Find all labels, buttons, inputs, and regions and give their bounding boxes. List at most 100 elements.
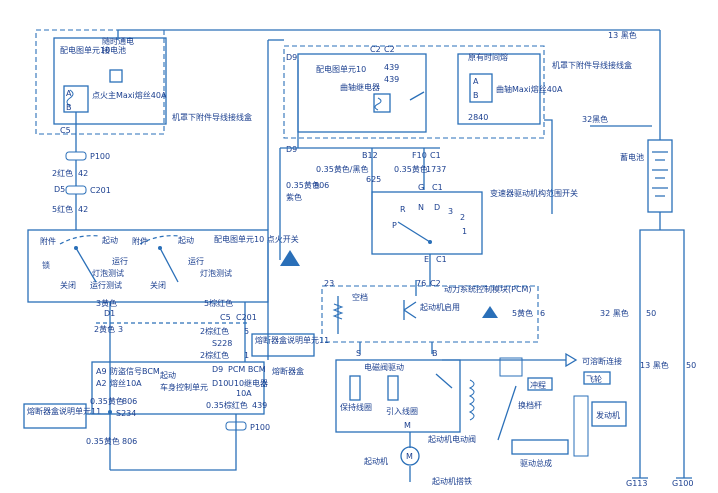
relay-power-dist: 配电图单元10 — [316, 64, 366, 74]
flywheel-label: 飞轮 — [586, 374, 602, 384]
starter-motor-icon — [400, 446, 420, 466]
relay-conn-c2: C2 — [370, 45, 381, 54]
solenoid-contact-icon — [435, 373, 453, 389]
transaxle-range-switch: 变速器驱动机构范围开关 R N D 3 2 1 P E C1 — [371, 188, 578, 286]
run-test-label: 运行测试 — [90, 280, 122, 290]
bcm-amp-label: 10A — [236, 389, 252, 398]
label-d1: D1 — [104, 309, 115, 318]
center-left-wires: 3黄色 D1 2黄色 3 5棕红色 C5 C201 2棕红色 5 S228 2棕… — [94, 298, 329, 470]
fusible-link-label: 可溶断连接 — [582, 356, 622, 366]
wire-brown-035: 0.35棕红色 — [206, 400, 248, 410]
label-s234: S234 — [116, 409, 136, 418]
wire-625: 625 — [366, 175, 381, 184]
underhood-fuse-box-left: 配电图单元10 随时通电 接电池 A B 点火主Maxi熔丝40A 机罩下附件导… — [35, 29, 660, 152]
connector-c5: C5 — [60, 126, 71, 135]
bottom-return-wire — [110, 414, 237, 471]
left-bottom-wires: 熔断器盒说明单元11 0.35黄色 806 S234 0.35黄色 806 P1… — [23, 396, 270, 471]
bcm-fuse-label: 熔丝10A — [110, 378, 142, 388]
relay-439b: 439 — [384, 75, 399, 84]
wire-32-black-bottom: 32 黑色 — [600, 308, 629, 318]
bulb-test-b-label: 灯泡测试 — [200, 268, 232, 278]
label-d5: D5 — [54, 185, 65, 194]
mid-wires: 0.35黄色 806 紫色 0.35黄色/黑色 625 0.35黄色 1737 … — [279, 148, 446, 260]
wire-red-2: 2红色 — [52, 168, 73, 178]
wire-806-mid: 806 — [314, 181, 329, 190]
gear-p: P — [392, 221, 397, 230]
bcm-pcm-label: PCM BCM — [228, 365, 266, 374]
right-fuse-title: 原有时间熔 — [468, 52, 508, 62]
shift-lever-label: 换档杆 — [518, 400, 542, 410]
wire-yellow-purple: 0.35黄色 — [394, 164, 428, 174]
ignition-switch: 配电图单元10 点火开关 附件 附件 起动 起动 锁 运行 运行 灯泡测试 灯泡… — [27, 229, 300, 303]
crank-maxi-fuse-icon — [469, 73, 493, 103]
engine-icon — [591, 401, 627, 427]
wire-yellow-5: 5黄色 — [512, 308, 533, 318]
right-fuse-b: B — [473, 91, 479, 100]
bcm-pin-a2: A2 — [96, 379, 107, 388]
run-b-label: 运行 — [188, 256, 204, 266]
right-fuse-caption: 机罩下附件导线接线盒 — [552, 60, 632, 70]
wire-2840: 2840 — [468, 113, 488, 122]
fusible-link-icon — [565, 352, 578, 368]
pcm-warning-icon — [482, 306, 498, 318]
wire-num-3: 3 — [118, 325, 123, 334]
wire-13-black-bottom: 13 黑色 — [640, 360, 669, 370]
wire-1737: 1737 — [426, 165, 446, 174]
wire-num-5: 5 — [244, 327, 249, 336]
battery-feed-wire — [117, 29, 660, 40]
plunger-label: 冲程 — [530, 380, 546, 390]
ignition-fuse-label: 点火主Maxi熔丝40A — [92, 90, 167, 100]
battery-circuit: 13 黑色 32黑色 蓄电池 32 黑色 50 13 黑色 50 G113 G1… — [582, 30, 696, 488]
starter-pin-b: B — [432, 349, 438, 358]
pin-e: E — [424, 255, 429, 264]
resistor-icon — [332, 303, 344, 320]
fuse-terminal-b: B — [66, 103, 72, 112]
label-c5-center: C5 — [220, 313, 231, 322]
underhood-fuse-box-right: 原有时间熔 A B 曲轴Maxi熔丝40A 2840 机罩下附件导线接线盒 — [457, 52, 632, 125]
bcm-crank-label: 起动 — [160, 370, 176, 380]
battery-icon — [647, 139, 673, 213]
fuse-box-ref-center-text: 熔断器盒说明单元11 — [255, 335, 329, 345]
gear-3: 3 — [448, 207, 453, 216]
relay-pin-d9b: D9 — [286, 145, 297, 154]
transaxle-caption: 变速器驱动机构范围开关 — [490, 188, 578, 198]
wire-806b: 806 — [122, 437, 137, 446]
relay-contact-icon — [409, 91, 425, 101]
right-fuse-output — [544, 119, 553, 214]
wire-yellow-2: 2黄色 — [94, 324, 115, 334]
relay-coil-icon — [373, 93, 391, 113]
relay-output-wires — [371, 148, 425, 230]
gear-n: N — [418, 203, 424, 212]
range-switch-pivot-icon — [428, 240, 432, 244]
label-s228: S228 — [212, 339, 232, 348]
gear-r: R — [400, 205, 406, 214]
start-a-label: 起动 — [102, 235, 118, 245]
hot-indicator-icon — [109, 69, 123, 83]
wire-806a: 806 — [122, 397, 137, 406]
switch-arm-b — [159, 247, 179, 283]
fuse-box-ref-left-text: 熔断器盒说明单元11 — [27, 406, 101, 416]
gear-d: D — [434, 203, 440, 212]
wire-42a: 42 — [78, 169, 88, 178]
relay-pin-b12: B12 — [362, 151, 378, 160]
wire-439: 439 — [252, 401, 267, 410]
hot-at-all-times-label: 随时通电 — [102, 36, 134, 46]
gear-2: 2 — [460, 213, 465, 222]
switch-pivot-b-icon — [158, 246, 162, 250]
pin-g: G — [418, 183, 424, 192]
relay-coil-winding-icon — [374, 97, 382, 111]
wire-yellow-035-mid: 0.35黄色 — [286, 180, 320, 190]
starter-assembly: S B 电磁阀驱动 保持线圈 引入线圈 M M 起动机 起动机电动阀 冲程 换档… — [335, 342, 627, 486]
off-a-label: 关闭 — [60, 280, 76, 290]
solenoid-spring-icon — [468, 379, 475, 421]
fuse-box-ref-left — [23, 403, 87, 429]
switch-pivot-a-icon — [74, 246, 78, 250]
relay-pin-f10: F10 — [412, 151, 427, 160]
wire-brown-2: 2棕红色 — [200, 326, 229, 336]
left-feed-wires: P100 2红色 42 D5 C201 5红色 42 — [52, 151, 111, 230]
relay-pin-d9: D9 — [286, 53, 297, 62]
gear-1: 1 — [462, 227, 467, 236]
label-c201-center: C201 — [236, 313, 257, 322]
solenoid-label: 电磁阀驱动 — [364, 362, 404, 372]
